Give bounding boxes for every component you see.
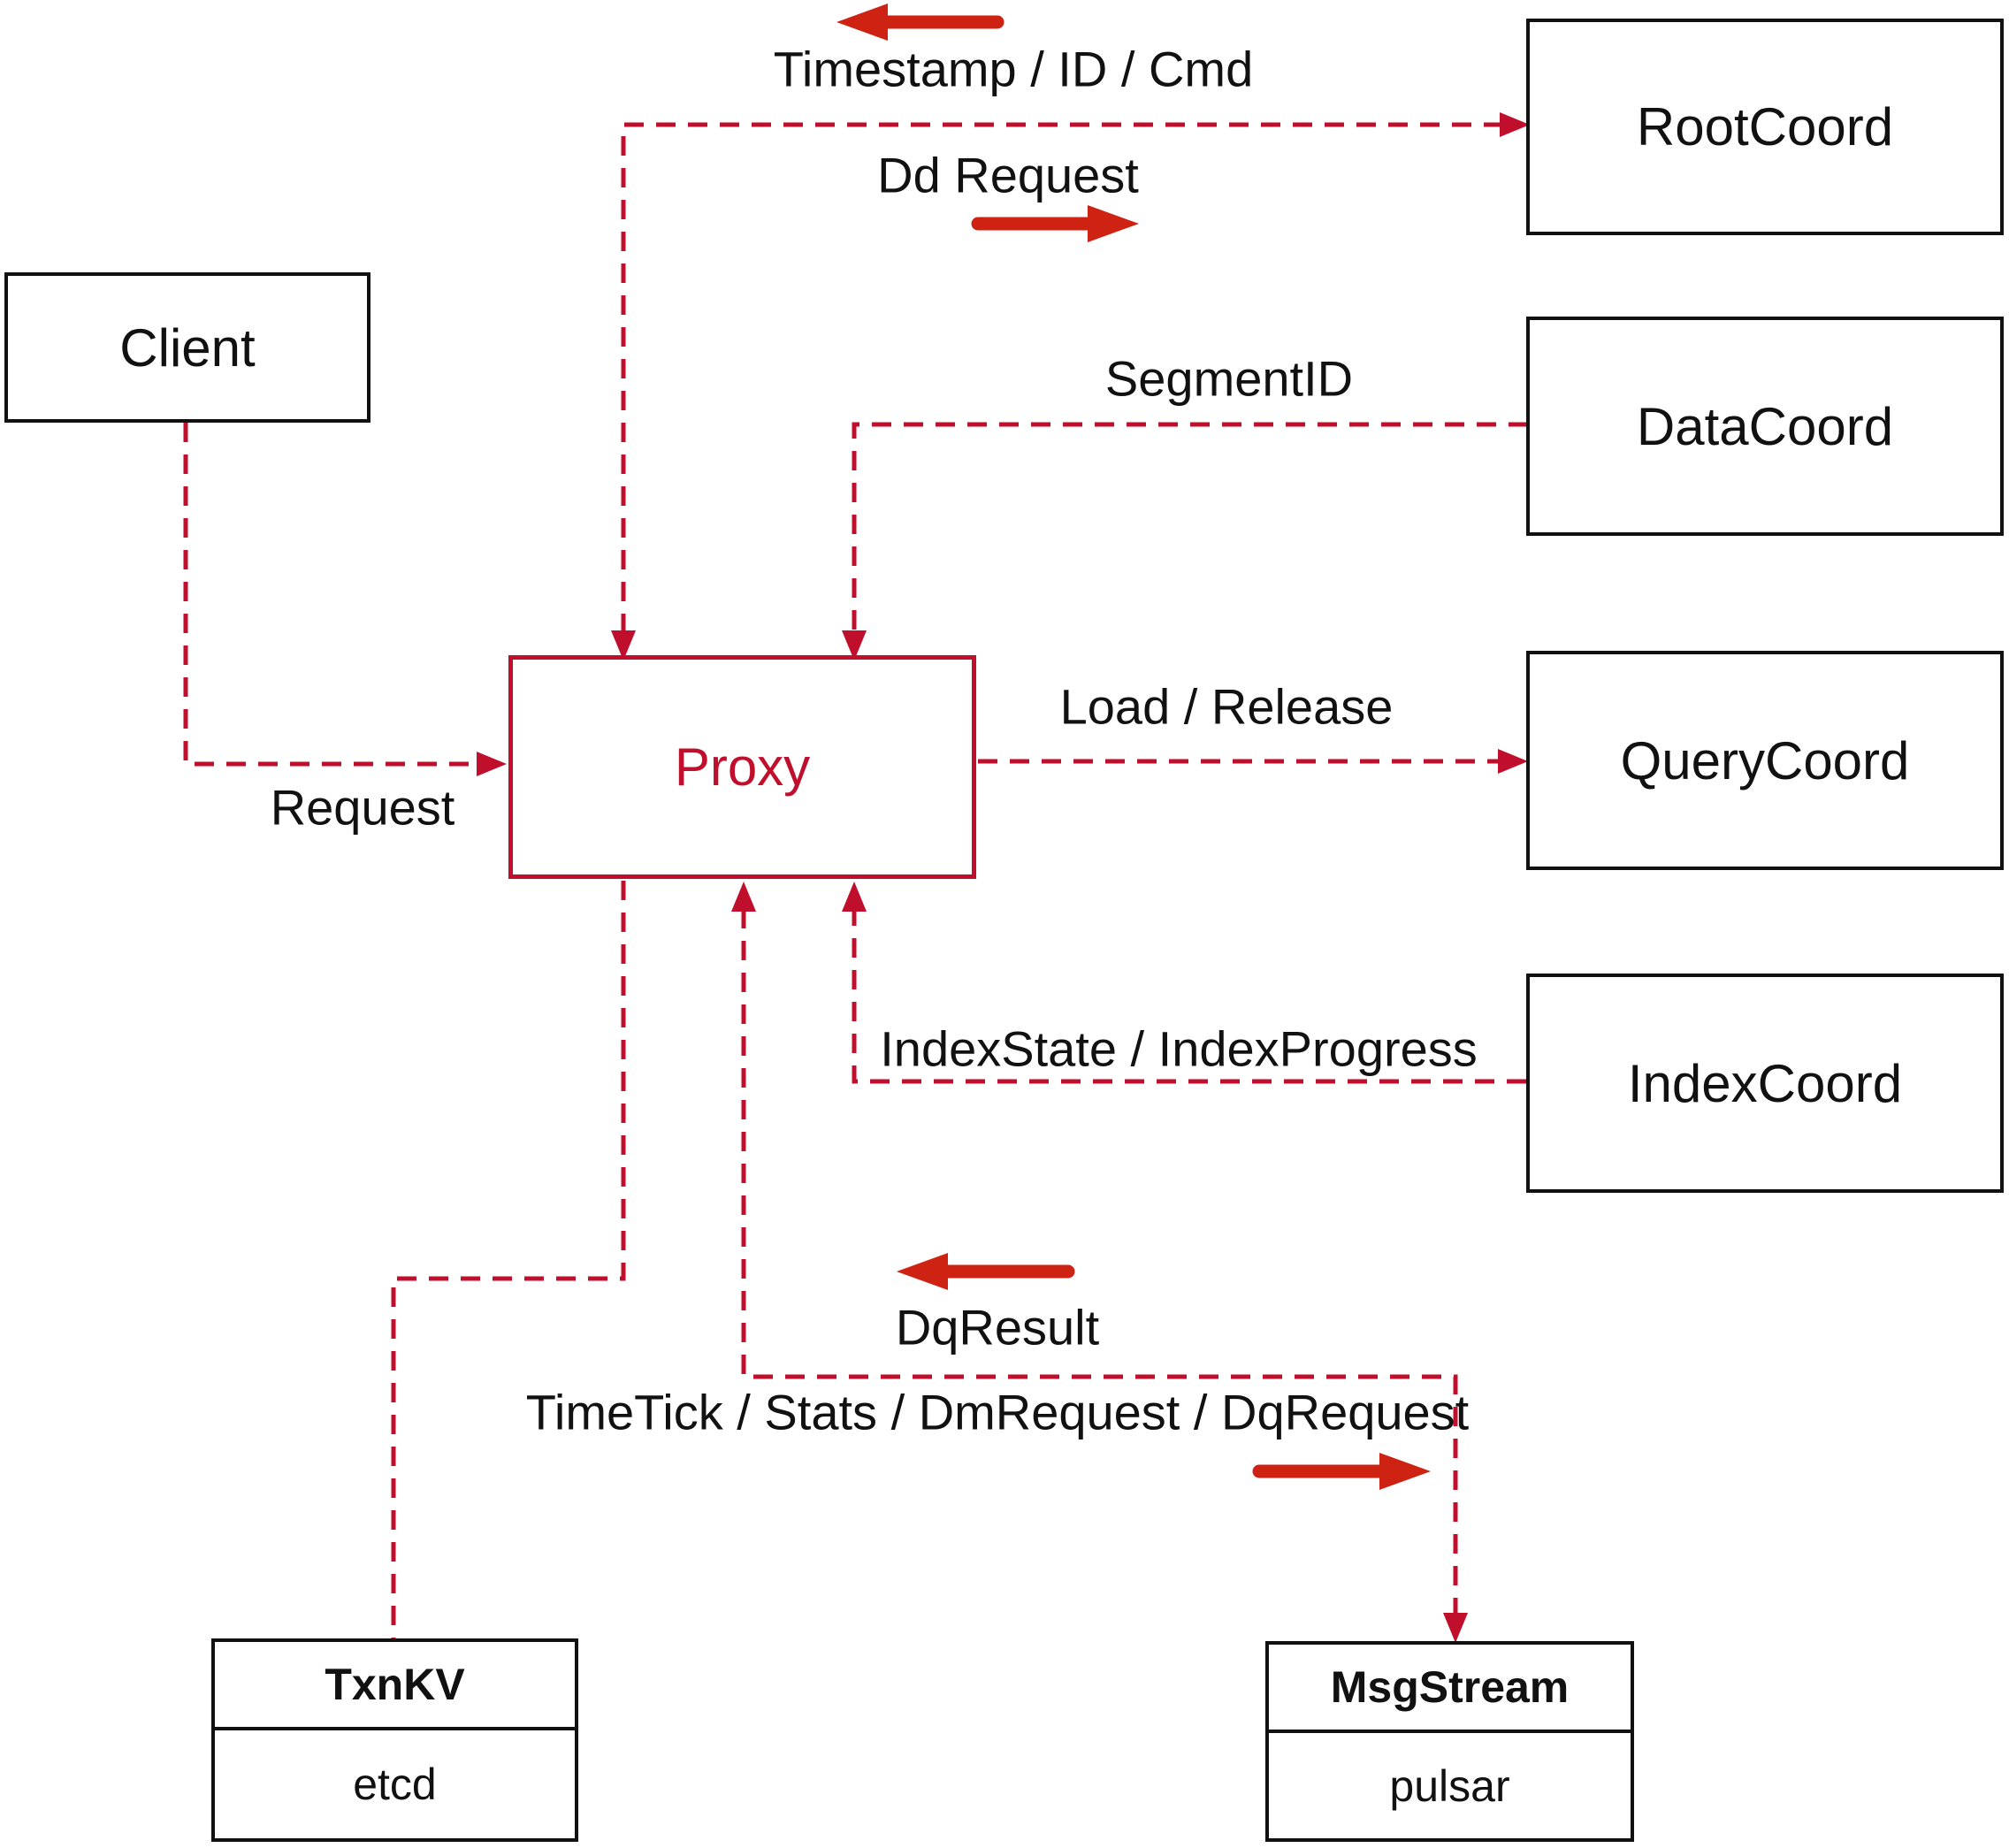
edge-datacoord-proxy <box>842 422 1528 661</box>
txnkv-impl: etcd <box>353 1760 437 1809</box>
edge-label-timestamp-id-cmd: Timestamp / ID / Cmd <box>773 41 1254 97</box>
arrowhead-into-rootcoord <box>1500 112 1530 137</box>
edge-label-time-tick: TimeTick / Stats / DmRequest / DqRequest <box>525 1384 1470 1440</box>
rootcoord-node: RootCoord <box>1526 19 2004 235</box>
edge-label-dq-result: DqResult <box>895 1299 1100 1355</box>
msgstream-node: MsgStream pulsar <box>1265 1641 1634 1842</box>
datacoord-node: DataCoord <box>1526 317 2004 536</box>
msgstream-title: MsgStream <box>1269 1645 1631 1733</box>
rootcoord-label: RootCoord <box>1636 97 1894 157</box>
right-arrow-icon <box>1252 1453 1431 1490</box>
arrowhead-into-proxy-bottom-left <box>731 882 756 912</box>
arrowhead-into-querycoord <box>1498 749 1528 774</box>
left-arrow-icon <box>897 1253 1075 1290</box>
edge-proxy-txnkv <box>391 881 626 1638</box>
txnkv-node: TxnKV etcd <box>211 1638 578 1842</box>
arrowhead-into-proxy-left <box>477 752 507 776</box>
arrowhead-into-proxy-top-right <box>842 630 867 661</box>
arrowhead-into-proxy-top-left <box>611 630 636 661</box>
edge-label-index-state: IndexState / IndexProgress <box>880 1020 1478 1077</box>
arrowhead-into-proxy-bottom-right <box>842 882 867 912</box>
txnkv-title: TxnKV <box>215 1642 575 1730</box>
edge-label-dd-request: Dd Request <box>877 147 1139 203</box>
left-arrow-icon <box>836 4 1004 41</box>
msgstream-impl: pulsar <box>1389 1760 1510 1811</box>
indexcoord-node: IndexCoord <box>1526 974 2004 1193</box>
querycoord-label: QueryCoord <box>1620 730 1910 790</box>
edge-label-request: Request <box>270 779 455 836</box>
right-arrow-icon <box>971 205 1139 242</box>
proxy-label: Proxy <box>674 737 811 797</box>
querycoord-node: QueryCoord <box>1526 651 2004 870</box>
edge-label-load-release: Load / Release <box>1059 678 1394 735</box>
indexcoord-label: IndexCoord <box>1627 1053 1903 1113</box>
edge-indexcoord-proxy <box>842 882 1526 1084</box>
edge-proxy-querycoord <box>978 749 1528 774</box>
edge-proxy-rootcoord <box>611 112 1530 661</box>
edge-proxy-msgstream <box>731 882 1468 1643</box>
edge-label-segment-id: SegmentID <box>1104 350 1354 407</box>
arrowhead-into-msgstream <box>1443 1613 1468 1643</box>
datacoord-label: DataCoord <box>1636 396 1894 456</box>
proxy-node: Proxy <box>508 655 976 879</box>
client-label: Client <box>119 317 256 378</box>
client-node: Client <box>4 272 370 423</box>
edge-client-proxy <box>183 423 507 776</box>
